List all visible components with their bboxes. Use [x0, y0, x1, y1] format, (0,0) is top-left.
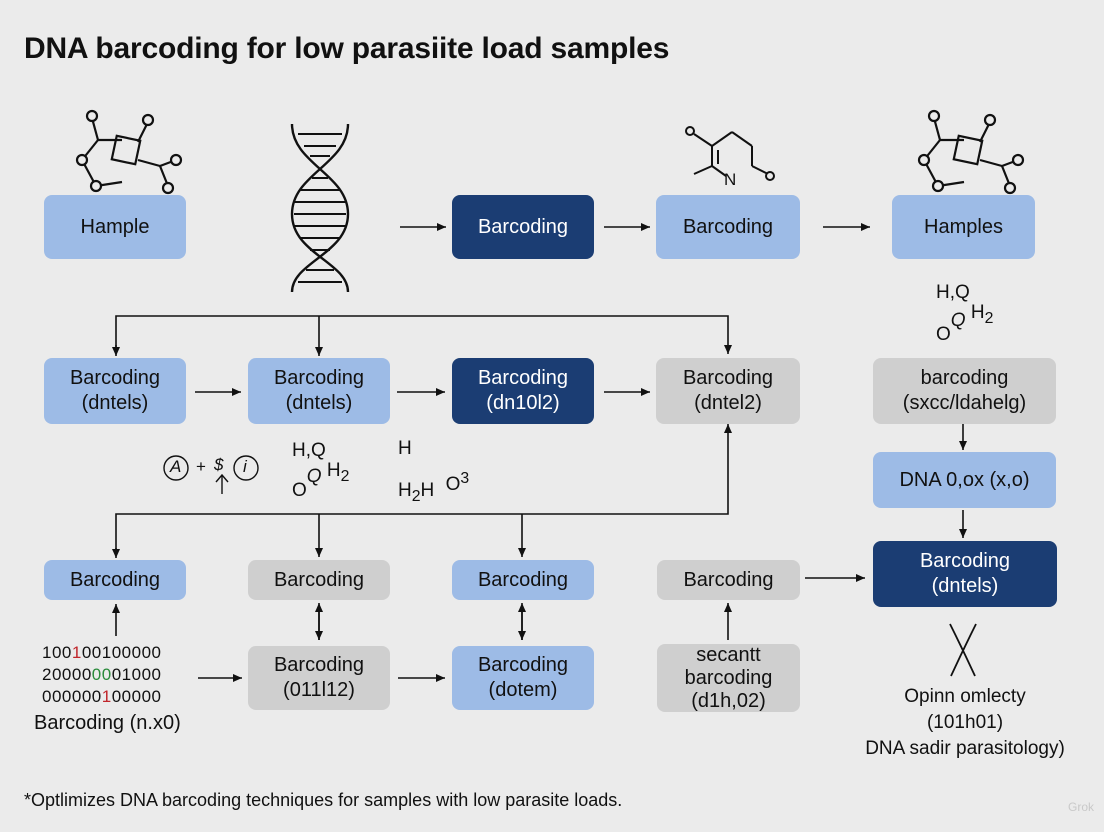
diagram-title: DNA barcoding for low parasiite load sam… [24, 32, 670, 65]
formula-2-top: H [398, 438, 412, 459]
watermark: Grok [1067, 800, 1094, 814]
molecule-n-label: N [724, 170, 737, 189]
bus-middle [115, 424, 732, 556]
bus-top [115, 315, 732, 354]
box-secantt-barcoding[interactable]: secantt barcoding (d1h,02) [657, 644, 800, 712]
cross-icon [949, 623, 977, 677]
symbol-i: i [243, 457, 247, 476]
box-hamples[interactable]: Hamples [892, 195, 1035, 259]
box-barcoding-light-r1[interactable]: Barcoding [656, 195, 800, 259]
box-barcoding-dntels-2[interactable]: Barcoding (dntels) [248, 358, 390, 424]
footnote: *Optlimizes DNA barcoding techniques for… [24, 790, 623, 810]
formula-right: H,Q [936, 282, 970, 303]
symbol-plus: + [196, 457, 206, 476]
circle-a-icon [163, 455, 189, 481]
binary-label: Barcoding (n.x0) [34, 712, 181, 734]
box-label: Barcoding [477, 215, 569, 238]
box-barcoding-final[interactable]: Barcoding (dntels) [873, 541, 1057, 607]
box-barcoding-sxcc[interactable]: barcoding (sxcc/ldahelg) [873, 358, 1056, 424]
binary-line: 000000100000 [42, 687, 162, 706]
caption-right: Opinn omlecty (101h01) DNA sadir parasit… [865, 686, 1065, 759]
pyridine-molecule-icon [685, 126, 775, 181]
binary-line: 100100100000 [42, 643, 162, 662]
box-barcoding-dark-r1[interactable]: Barcoding [452, 195, 594, 259]
box-barcoding-r3-2[interactable]: Barcoding [248, 560, 390, 600]
molecule-icon [75, 109, 183, 195]
binary-line: 200000001000 [42, 665, 162, 684]
box-barcoding-r3-1[interactable]: Barcoding [44, 560, 186, 600]
box-barcoding-dotem[interactable]: Barcoding (dotem) [452, 646, 594, 710]
box-label: Barcoding [682, 215, 774, 238]
symbol-a: A [170, 457, 182, 476]
box-barcoding-dntels-1[interactable]: Barcoding (dntels) [44, 358, 186, 424]
circle-i-icon [233, 455, 259, 481]
box-barcoding-r3-4[interactable]: Barcoding [657, 560, 800, 600]
box-label: Hamples [924, 215, 1003, 238]
box-barcoding-r3-3[interactable]: Barcoding [452, 560, 594, 600]
box-label: Hample [80, 215, 150, 238]
formula-2-bottom: H2H O3 [398, 470, 470, 506]
box-hample[interactable]: Hample [44, 195, 186, 259]
formula-right-2: OQ H2 [936, 302, 994, 345]
box-barcoding-dn10l2[interactable]: Barcoding (dn10l2) [452, 358, 594, 424]
molecule-icon-right [917, 109, 1025, 195]
box-barcoding-dntel2[interactable]: Barcoding (dntel2) [656, 358, 800, 424]
binary-code-block: 100100100000 200000001000 000000100000 [42, 642, 161, 708]
formula-1-top: H,Q [292, 440, 326, 461]
box-barcoding-011l12[interactable]: Barcoding (011l12) [248, 646, 390, 710]
formula-1-bottom: OQ H2 [292, 460, 350, 501]
dna-helix-icon [290, 123, 350, 293]
symbol-s: $ [214, 455, 224, 474]
box-dna-0ox[interactable]: DNA 0,ox (x,o) [873, 452, 1056, 508]
